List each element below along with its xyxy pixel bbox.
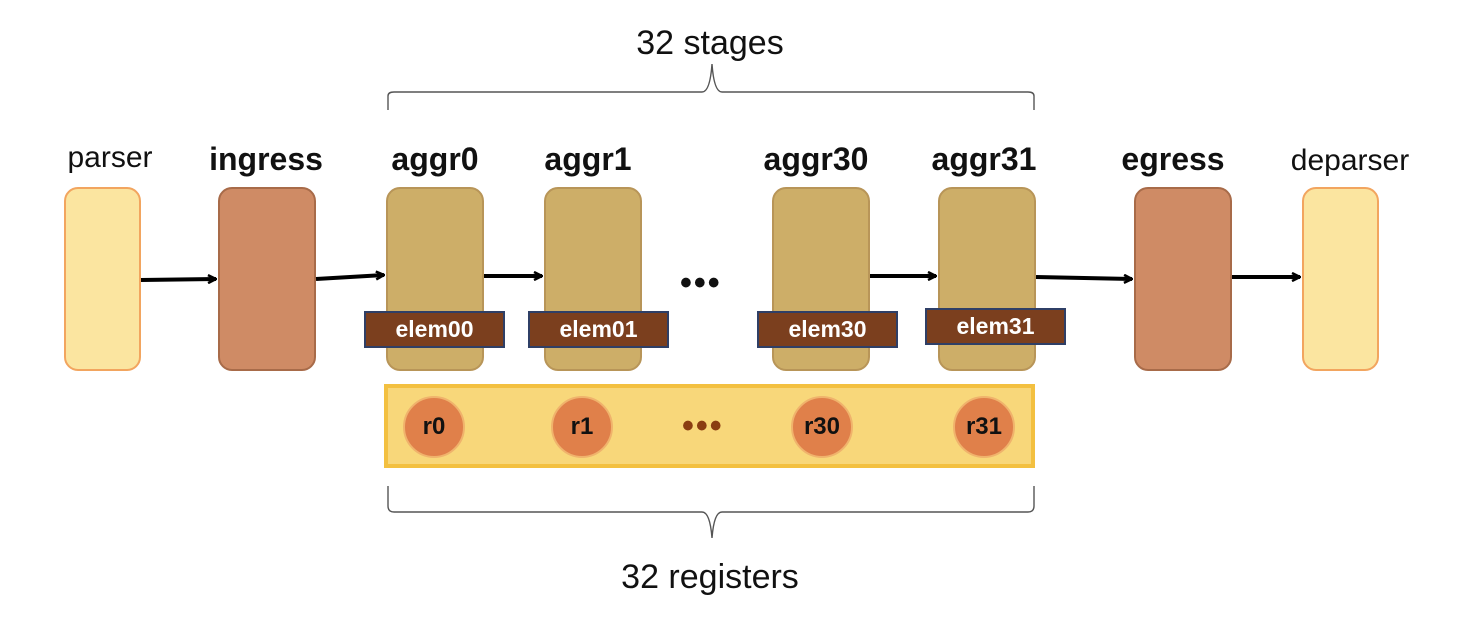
aggr0-label: aggr0 (391, 141, 479, 177)
bottom-brace (387, 486, 1035, 539)
registers-ellipsis: ••• (682, 407, 724, 445)
arrow-ingress-aggr0 (315, 275, 384, 281)
register-r1: r1 (551, 396, 613, 458)
elem30-label: elem30 (757, 311, 898, 348)
register-r31: r31 (953, 396, 1015, 458)
elem00-label: elem00 (364, 311, 505, 348)
elem01-label: elem01 (528, 311, 669, 348)
deparser-label: deparser (1290, 144, 1410, 177)
stages-count-label: 32 stages (636, 24, 784, 62)
parser-label: parser (67, 141, 153, 174)
egress-label: egress (1121, 141, 1225, 177)
register-r30: r30 (791, 396, 853, 458)
register-r0: r0 (403, 396, 465, 458)
parser-block (64, 187, 141, 371)
aggr1-label: aggr1 (544, 141, 632, 177)
register-bar (384, 384, 1035, 468)
arrow-aggr31-egress (1035, 277, 1132, 279)
top-brace (387, 63, 1035, 110)
aggr31-label: aggr31 (931, 141, 1037, 177)
stages-ellipsis: ••• (680, 264, 722, 302)
elem31-label: elem31 (925, 308, 1066, 345)
ingress-block (218, 187, 316, 371)
egress-block (1134, 187, 1232, 371)
arrow-parser-ingress (140, 279, 216, 280)
aggr30-label: aggr30 (763, 141, 869, 177)
ingress-label: ingress (209, 141, 323, 177)
registers-count-label: 32 registers (621, 558, 799, 596)
deparser-block (1302, 187, 1379, 371)
